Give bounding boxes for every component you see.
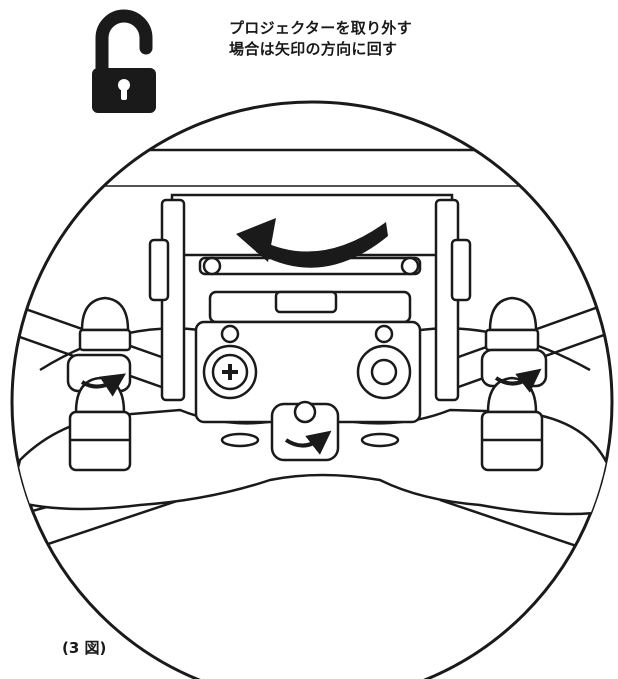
instruction-line-2: 場合は矢印の方向に回す bbox=[229, 40, 398, 58]
unlocked-padlock-icon bbox=[92, 9, 156, 113]
detail-circle bbox=[10, 100, 614, 679]
instruction-text: プロジェクターを取り外す 場合は矢印の方向に回す bbox=[229, 18, 489, 60]
instruction-line-1: プロジェクターを取り外す bbox=[229, 19, 413, 37]
curved-arrow-icon bbox=[236, 218, 388, 268]
figure-caption: (3 図) bbox=[62, 639, 107, 657]
